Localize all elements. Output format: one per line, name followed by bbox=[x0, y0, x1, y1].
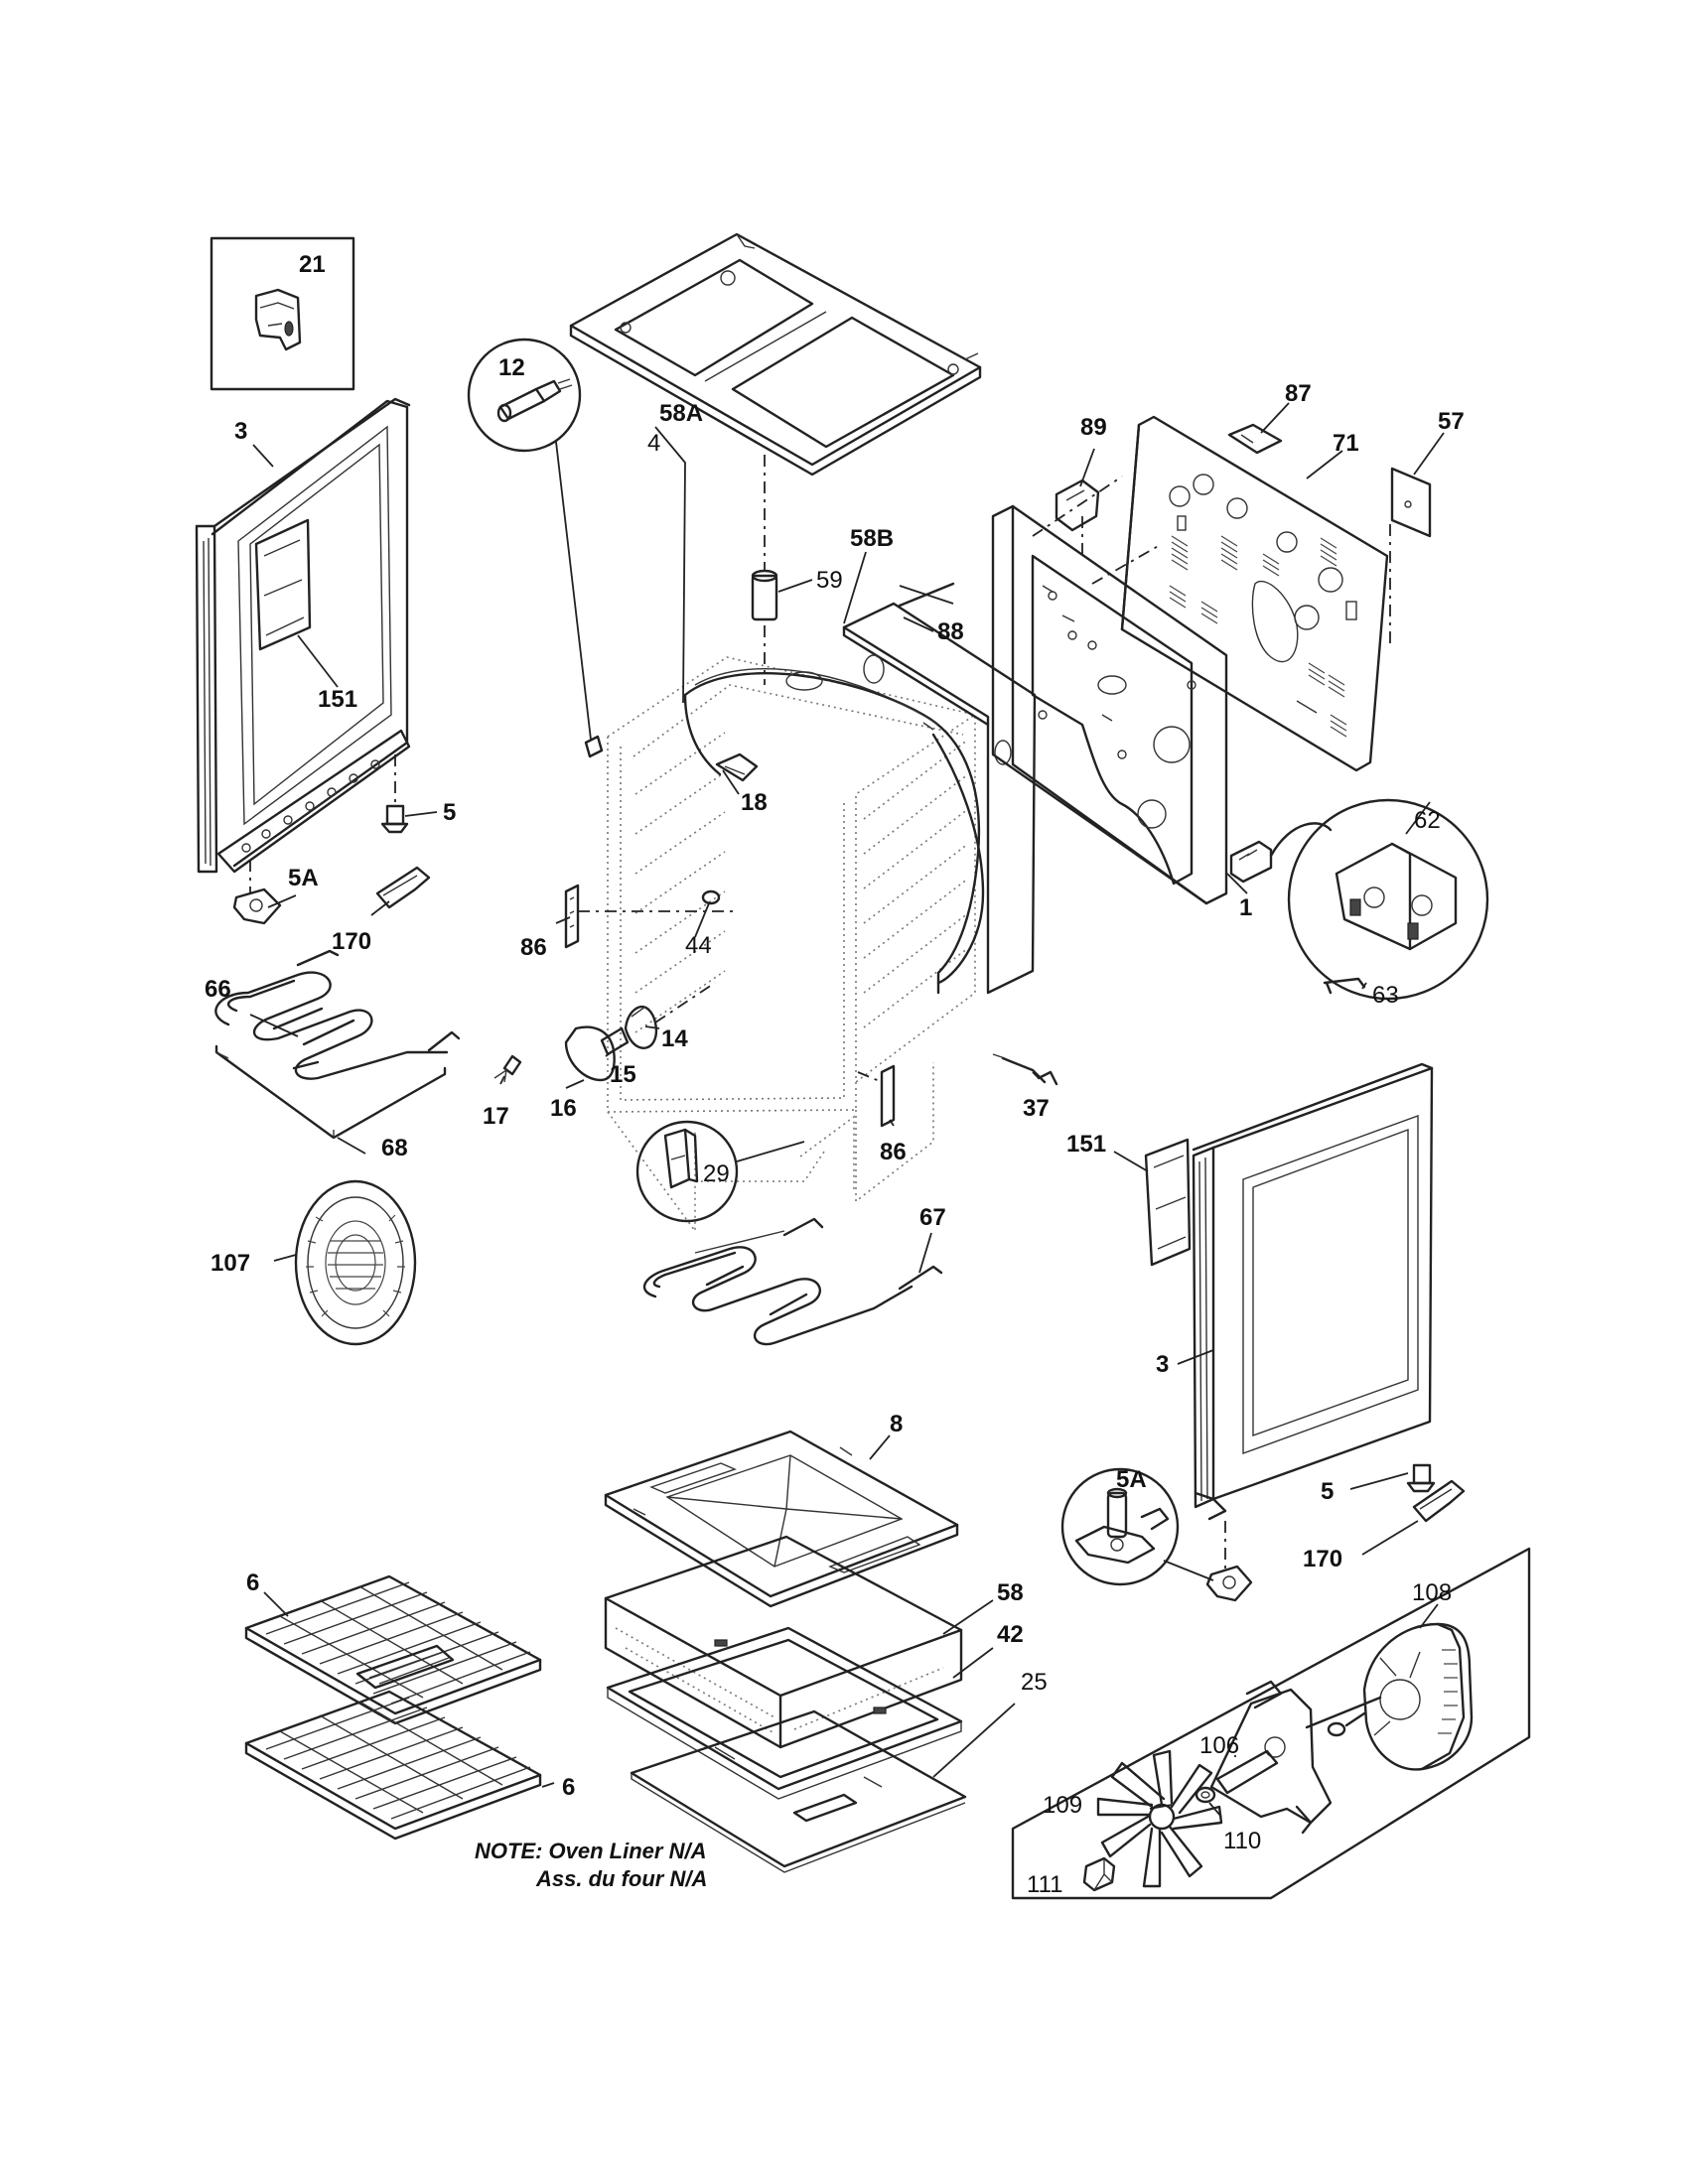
panel-25 bbox=[630, 1709, 967, 1873]
label-6-upper: 6 bbox=[246, 1570, 259, 1596]
label-44: 44 bbox=[685, 932, 712, 959]
note-block: NOTE: Oven Liner N/A Ass. du four N/A bbox=[475, 1839, 707, 1891]
label-86-upper: 86 bbox=[520, 934, 547, 961]
left-hinge-hardware bbox=[232, 754, 431, 925]
label-170-left: 170 bbox=[332, 928, 371, 955]
back-panel bbox=[1120, 415, 1389, 772]
rear-frame bbox=[991, 476, 1228, 905]
label-12: 12 bbox=[498, 354, 525, 381]
bracket-89 bbox=[1055, 478, 1100, 556]
rack-upper bbox=[244, 1574, 542, 1725]
fan-cover bbox=[294, 1179, 417, 1346]
label-57: 57 bbox=[1438, 408, 1465, 435]
label-111: 111 bbox=[1027, 1871, 1062, 1898]
label-66: 66 bbox=[205, 976, 231, 1003]
grommet-59 bbox=[751, 569, 778, 621]
label-62: 62 bbox=[1414, 807, 1441, 834]
oven-bottom-8 bbox=[604, 1430, 959, 1608]
part-29-inset bbox=[635, 1120, 739, 1223]
right-hinge-hardware bbox=[1205, 1463, 1466, 1602]
label-87: 87 bbox=[1285, 380, 1312, 407]
part-5A-right-inset bbox=[1060, 1467, 1180, 1586]
top-plate bbox=[569, 232, 982, 477]
label-59: 59 bbox=[816, 567, 843, 594]
drip-tray bbox=[214, 1044, 447, 1140]
label-14: 14 bbox=[661, 1025, 688, 1052]
bake-element bbox=[642, 1217, 943, 1346]
label-25: 25 bbox=[1021, 1669, 1048, 1696]
label-71: 71 bbox=[1333, 430, 1359, 457]
label-8: 8 bbox=[890, 1411, 903, 1437]
label-16: 16 bbox=[550, 1095, 577, 1122]
note-line-1: NOTE: Oven Liner N/A bbox=[475, 1839, 706, 1863]
label-68: 68 bbox=[381, 1135, 408, 1161]
fan-blade bbox=[1096, 1749, 1223, 1888]
convection-fan-inset bbox=[1011, 1547, 1531, 1900]
label-170-right: 170 bbox=[1303, 1546, 1342, 1572]
left-hinge-channel bbox=[254, 518, 312, 651]
label-42: 42 bbox=[997, 1621, 1024, 1648]
label-67: 67 bbox=[919, 1204, 946, 1231]
label-5A-left: 5A bbox=[288, 865, 319, 891]
part-12-inset bbox=[467, 338, 582, 453]
label-37: 37 bbox=[1023, 1095, 1050, 1122]
label-151-right: 151 bbox=[1066, 1131, 1106, 1158]
label-58A: 58A bbox=[659, 400, 703, 427]
broil-element bbox=[214, 949, 461, 1080]
label-86-lower: 86 bbox=[880, 1139, 907, 1165]
label-89: 89 bbox=[1080, 414, 1107, 441]
label-63: 63 bbox=[1372, 982, 1399, 1009]
label-106: 106 bbox=[1199, 1732, 1239, 1759]
right-hinge-channel bbox=[1144, 1138, 1192, 1267]
label-3-right: 3 bbox=[1156, 1351, 1169, 1378]
label-1: 1 bbox=[1239, 894, 1252, 921]
leader-lines bbox=[249, 402, 1445, 1885]
label-5-right: 5 bbox=[1321, 1478, 1334, 1505]
label-29: 29 bbox=[703, 1160, 730, 1187]
rod-88 bbox=[898, 582, 955, 608]
note-line-2: Ass. du four N/A bbox=[535, 1866, 707, 1891]
label-109: 109 bbox=[1043, 1792, 1082, 1819]
label-15: 15 bbox=[610, 1061, 636, 1088]
label-4: 4 bbox=[647, 430, 660, 457]
right-door bbox=[1192, 1062, 1434, 1521]
part-57 bbox=[1389, 467, 1432, 645]
part-21-inset bbox=[210, 236, 355, 391]
label-18: 18 bbox=[741, 789, 768, 816]
label-21: 21 bbox=[299, 251, 326, 278]
lower-bracket-86 bbox=[857, 1053, 1058, 1128]
oven-cavity bbox=[607, 656, 976, 1234]
small-parts-cluster bbox=[493, 884, 735, 1083]
callout-labels: 21 4 3 151 5 5A 170 66 68 107 12 58A 58B… bbox=[205, 251, 1465, 1898]
terminal-block bbox=[1229, 798, 1489, 1001]
label-5-left: 5 bbox=[443, 799, 456, 826]
left-door bbox=[195, 397, 411, 874]
cavity-back-panel bbox=[842, 602, 1037, 995]
label-3-left: 3 bbox=[234, 418, 247, 445]
label-5A-right: 5A bbox=[1116, 1466, 1147, 1493]
label-107: 107 bbox=[211, 1250, 250, 1277]
insulation-58 bbox=[604, 1535, 963, 1749]
label-58: 58 bbox=[997, 1579, 1024, 1606]
clip-18 bbox=[715, 752, 759, 782]
rack-lower bbox=[244, 1644, 542, 1841]
label-108: 108 bbox=[1412, 1579, 1452, 1606]
label-110: 110 bbox=[1223, 1828, 1261, 1854]
insulation-wrap bbox=[683, 668, 985, 995]
frame-42 bbox=[606, 1626, 963, 1800]
label-58B: 58B bbox=[850, 525, 894, 552]
part-87 bbox=[1227, 423, 1283, 455]
label-88: 88 bbox=[937, 618, 964, 645]
label-17: 17 bbox=[483, 1103, 509, 1130]
label-151-left: 151 bbox=[318, 686, 357, 713]
label-6-lower: 6 bbox=[562, 1774, 575, 1801]
